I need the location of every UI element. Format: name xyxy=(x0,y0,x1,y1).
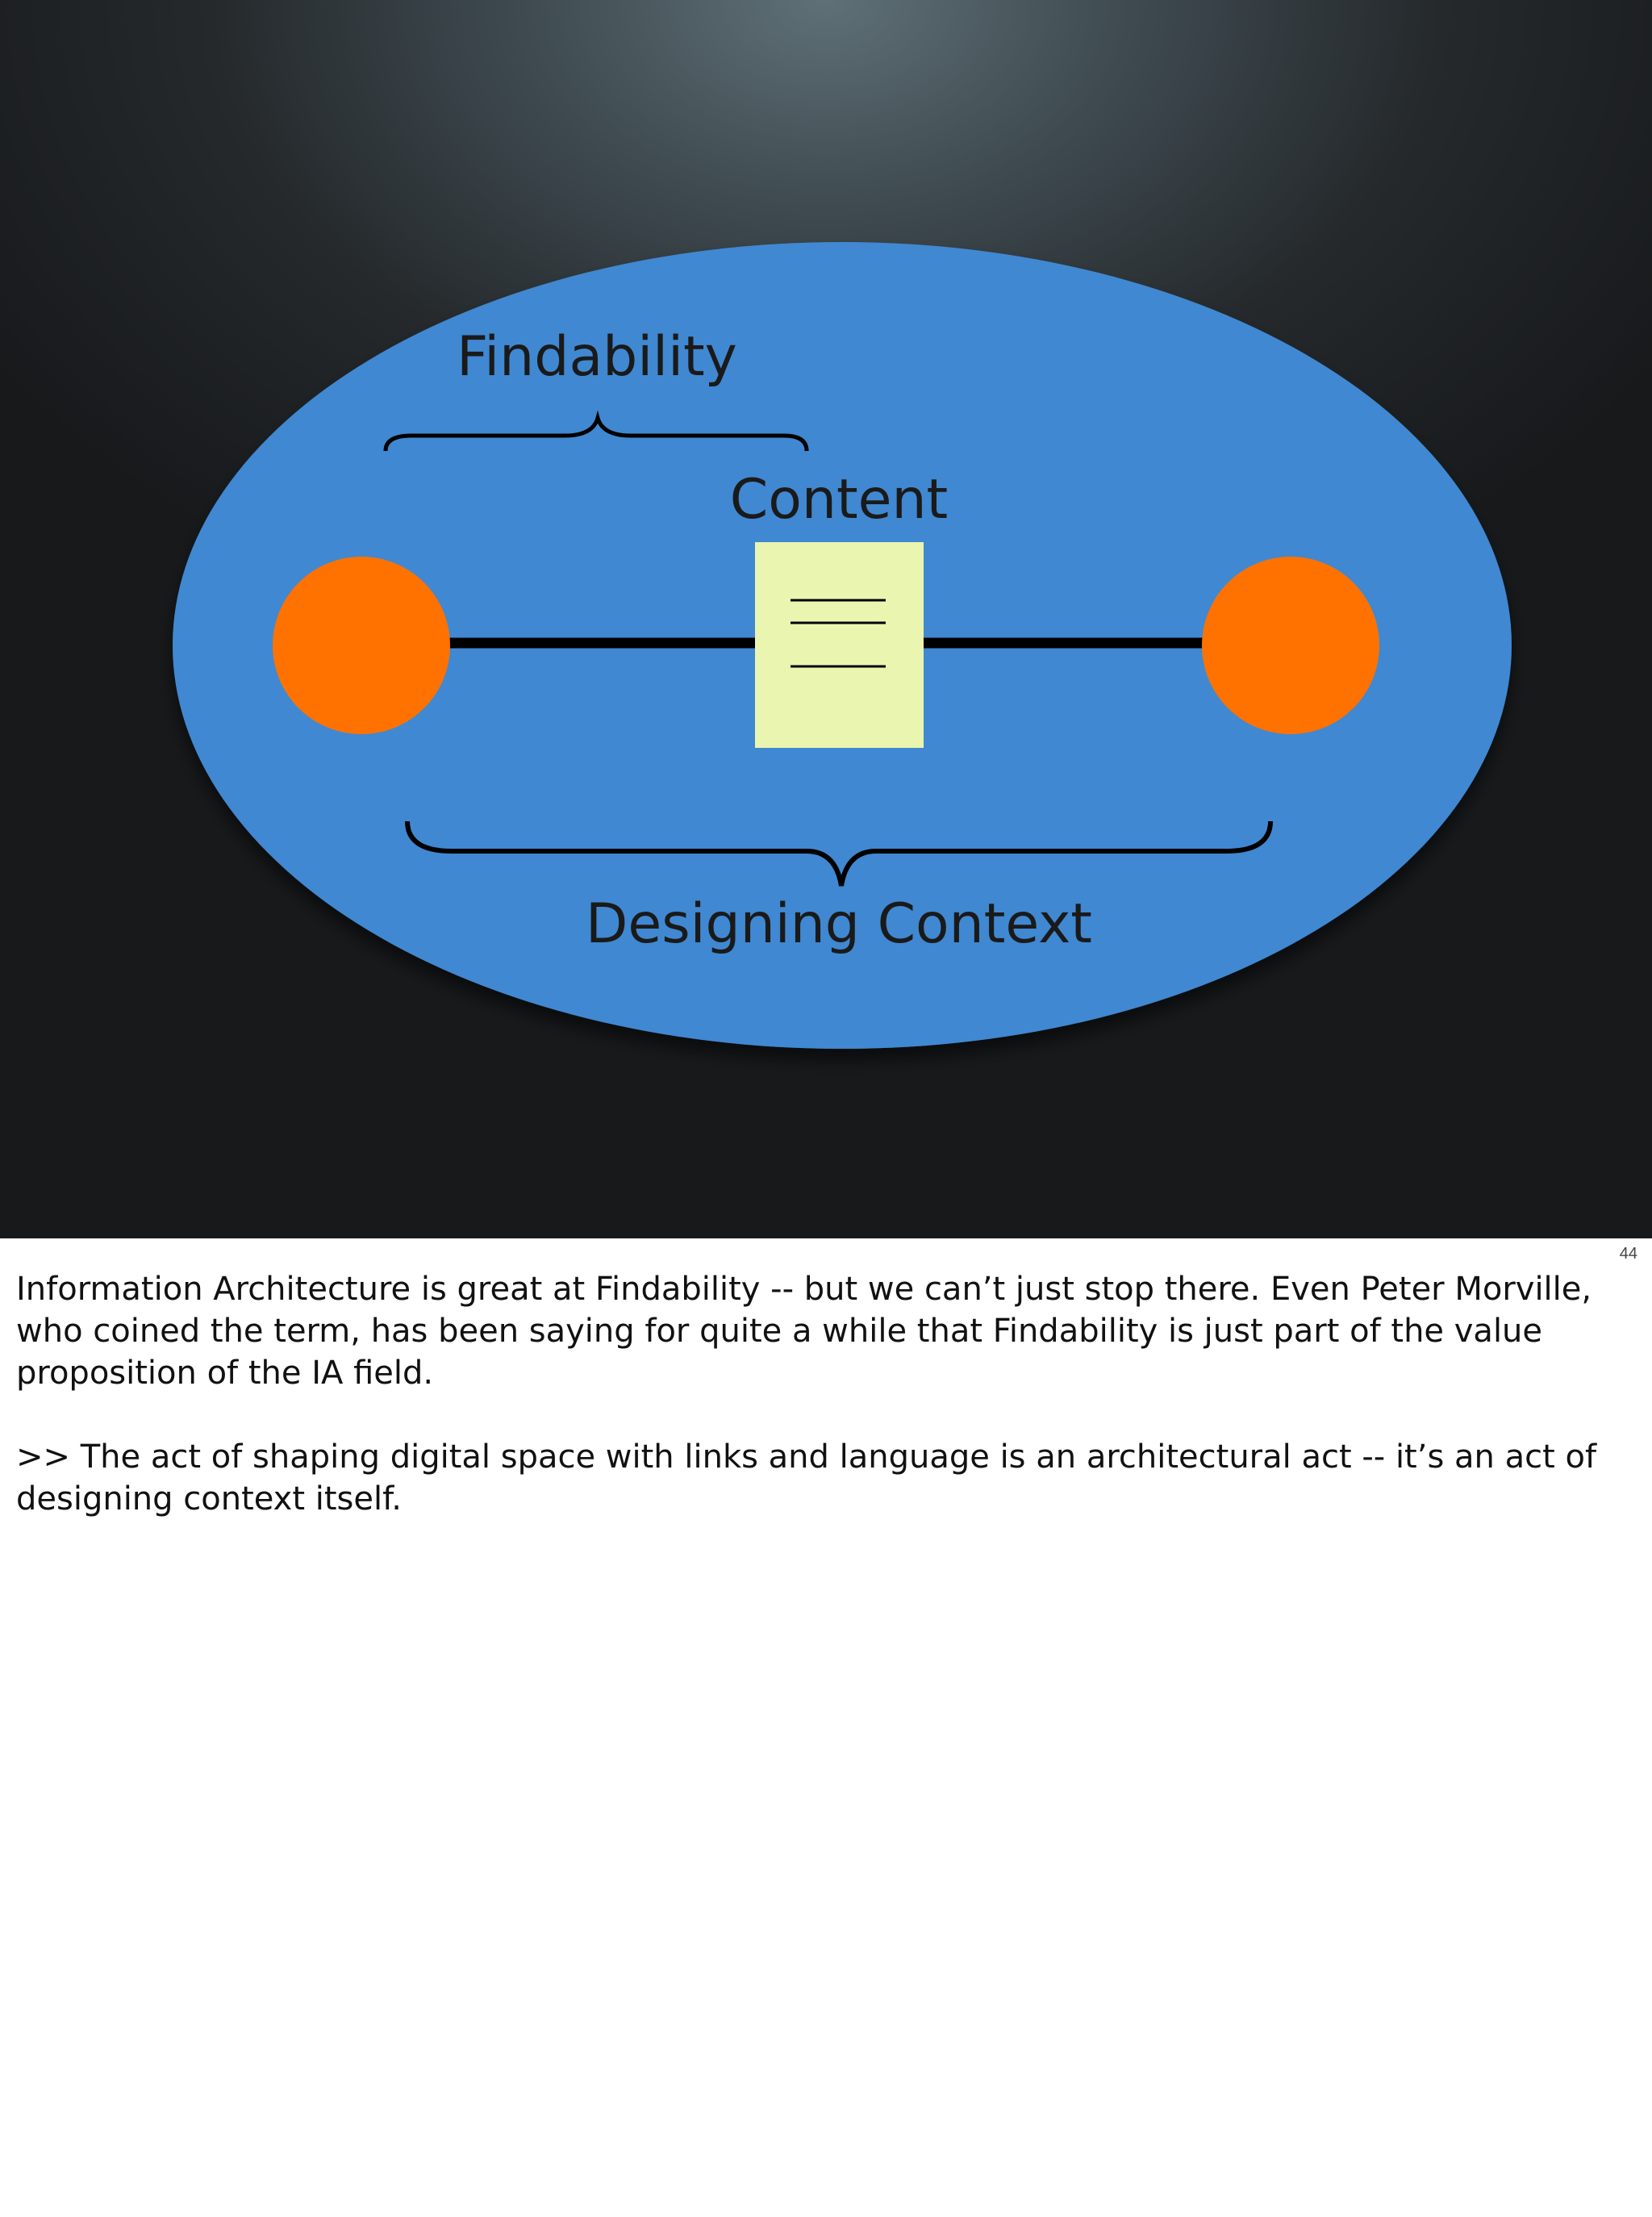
slide-number: 44 xyxy=(1619,1245,1637,1263)
findability-label: Findability xyxy=(457,325,737,389)
content-label: Content xyxy=(730,468,948,532)
designing-context-label: Designing Context xyxy=(586,892,1092,956)
slide: Findability Content Designing Context xyxy=(0,0,1652,1238)
context-diagram: Findability Content Designing Context xyxy=(173,242,1512,1049)
findability-brace xyxy=(383,410,809,452)
designing-context-brace xyxy=(405,820,1273,887)
left-node xyxy=(273,557,450,734)
notes-paragraph: Information Architecture is great at Fin… xyxy=(16,1271,1592,1392)
speaker-notes: Information Architecture is great at Fin… xyxy=(16,1268,1637,1562)
right-node xyxy=(1202,557,1379,734)
document-icon xyxy=(755,542,924,748)
notes-paragraph: >> The act of shaping digital space with… xyxy=(16,1438,1597,1518)
